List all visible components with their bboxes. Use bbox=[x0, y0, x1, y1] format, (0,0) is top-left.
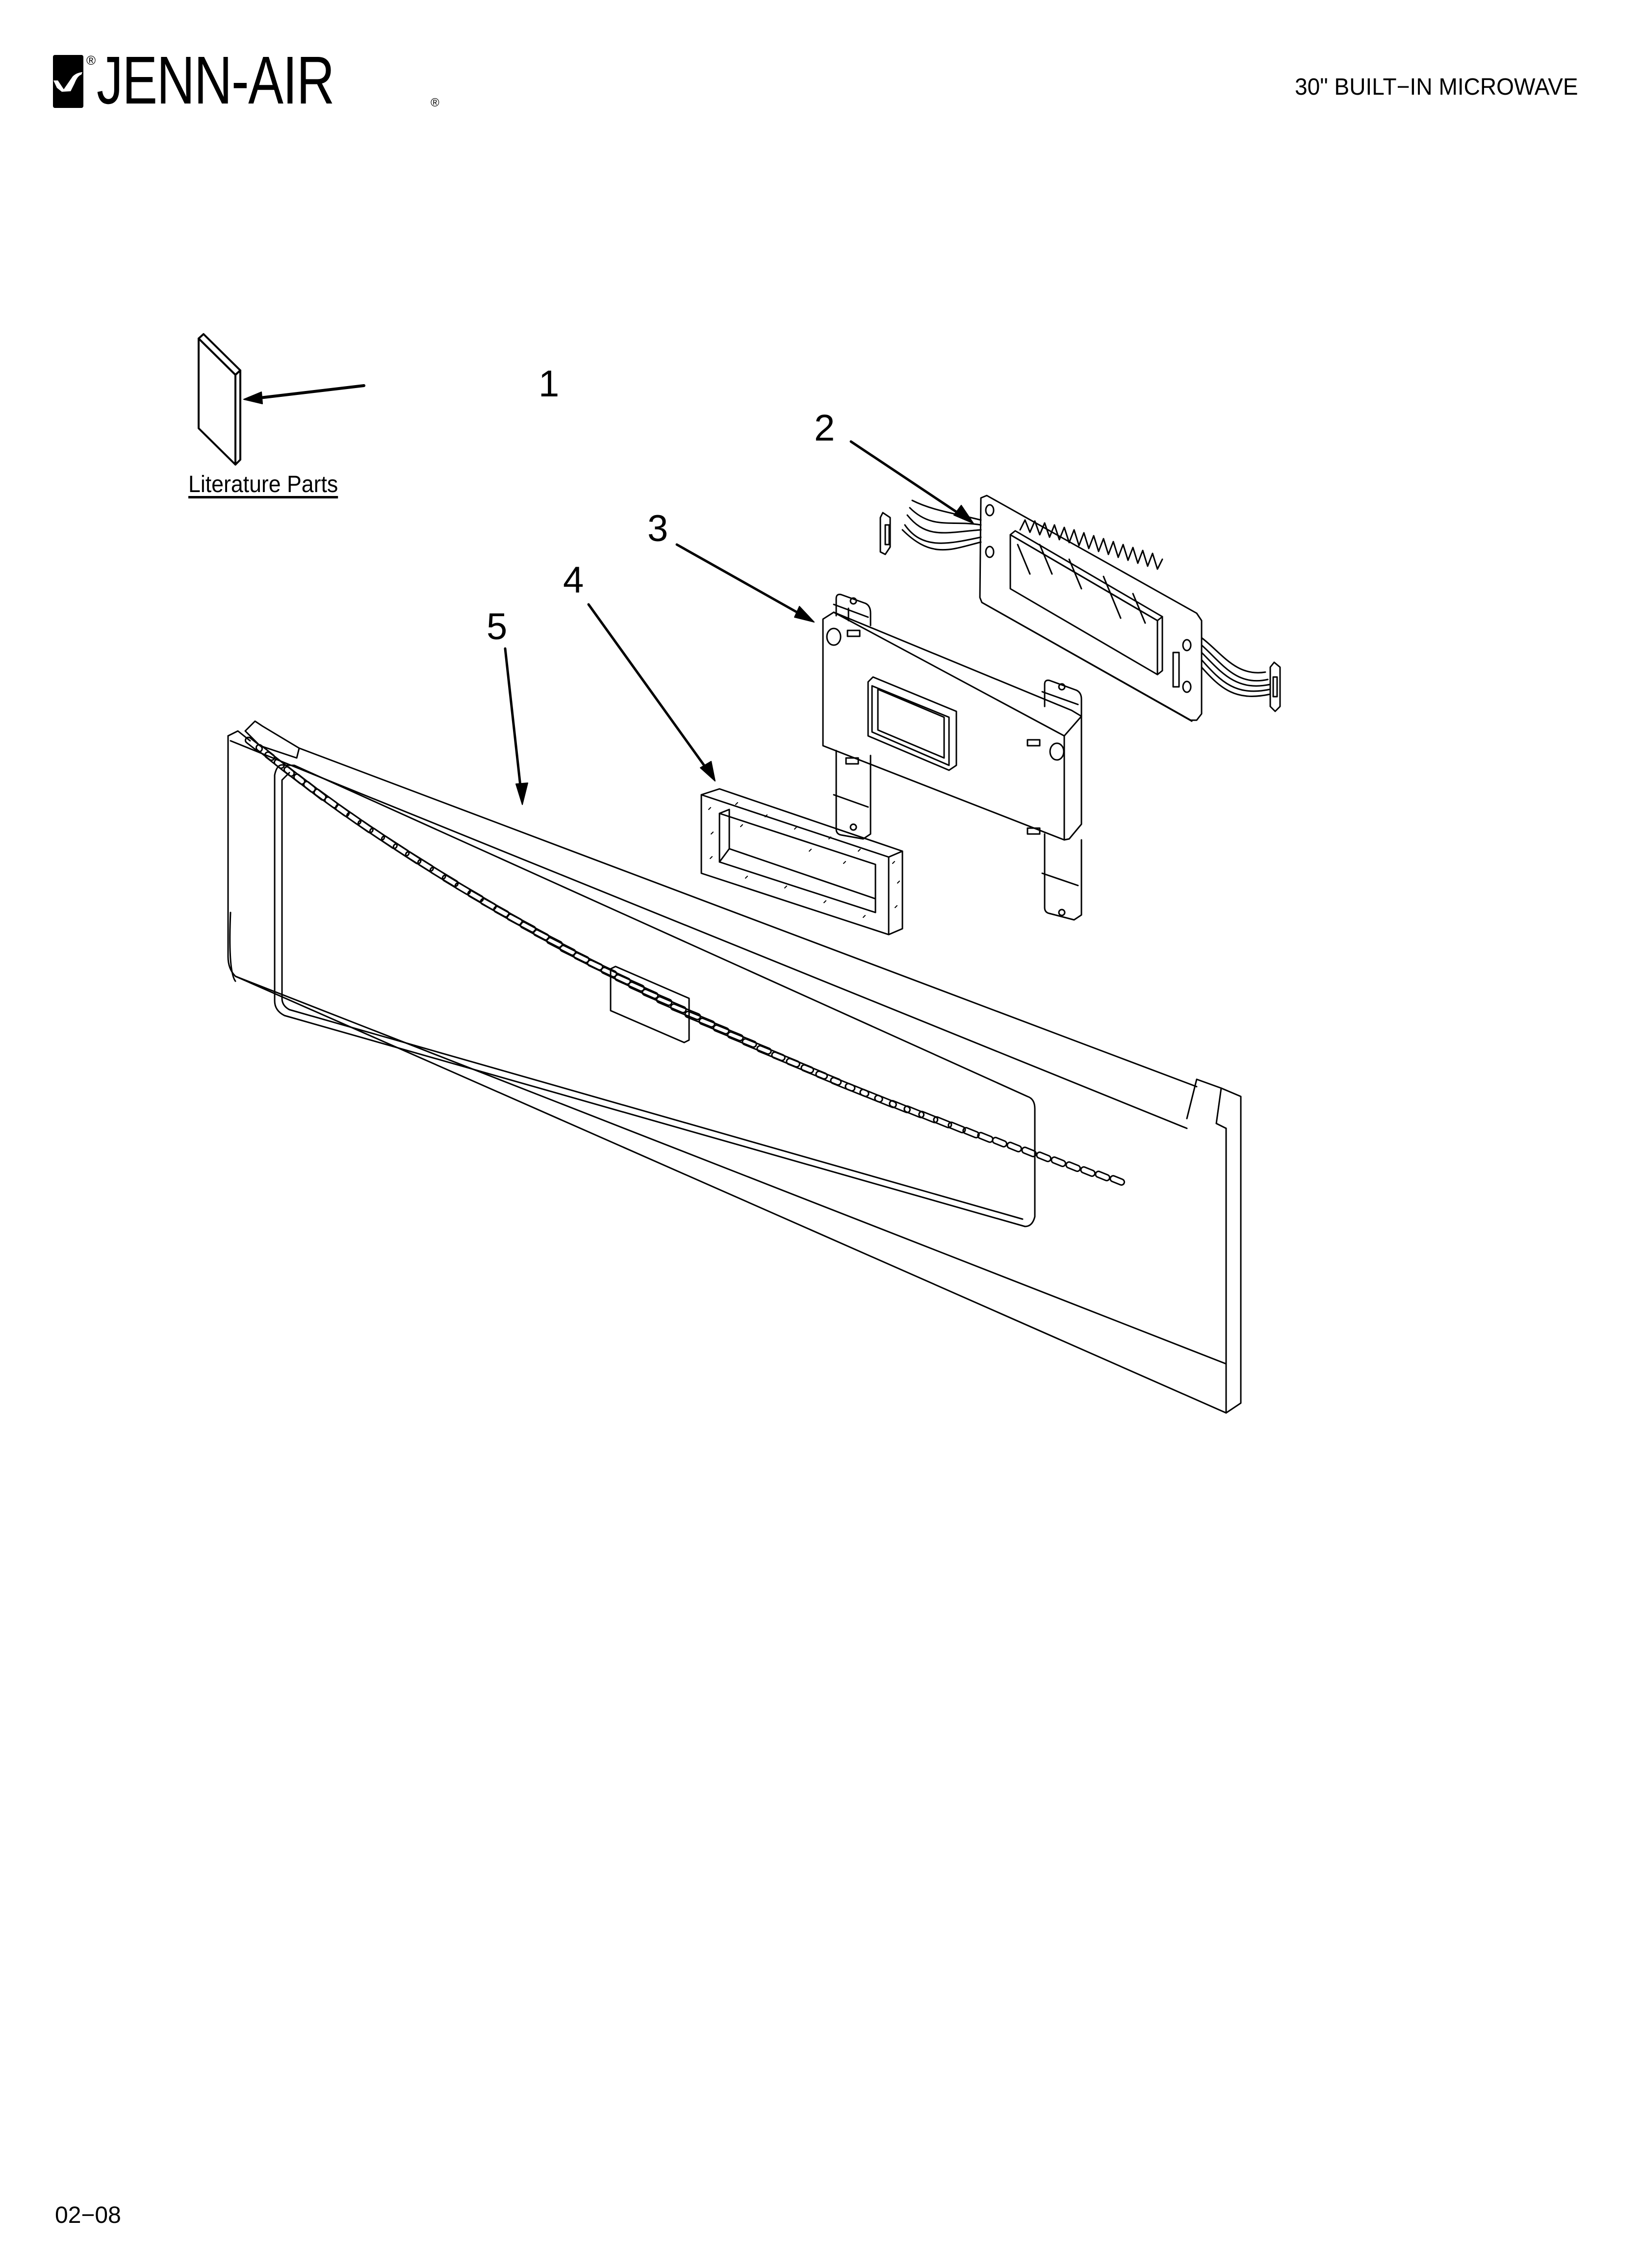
document-title: 30" BUILT−IN MICROWAVE bbox=[1295, 74, 1578, 100]
brand-name: JENN-AIR bbox=[97, 43, 334, 118]
registered-mark: ® bbox=[431, 96, 439, 109]
revision-code: 02−08 bbox=[55, 2202, 121, 2228]
literature-parts-label: Literature Parts bbox=[188, 471, 338, 497]
callout-number-2: 2 bbox=[814, 407, 835, 449]
callout-number-1: 1 bbox=[539, 363, 560, 405]
callout-arrow-4 bbox=[587, 603, 716, 782]
literature-booklet-icon bbox=[198, 333, 241, 466]
display-circuit-board-icon bbox=[879, 495, 1281, 722]
foam-gasket-icon bbox=[700, 788, 903, 936]
callout-arrow-1 bbox=[243, 384, 365, 404]
control-panel-housing-icon bbox=[227, 720, 1242, 1414]
callout-number-3: 3 bbox=[647, 508, 668, 549]
brand-checkmark-icon bbox=[53, 55, 83, 108]
control-display-module-icon bbox=[822, 594, 1082, 921]
callout-number-5: 5 bbox=[487, 606, 508, 648]
callout-number-4: 4 bbox=[563, 559, 584, 601]
callout-arrow-2 bbox=[849, 440, 974, 524]
vent-slot-row bbox=[244, 736, 1126, 1186]
brand-logo: ® JENN-AIR ® bbox=[53, 43, 439, 132]
registered-mark: ® bbox=[86, 53, 96, 68]
callout-arrow-5 bbox=[504, 647, 528, 805]
callout-arrow-3 bbox=[675, 543, 815, 623]
